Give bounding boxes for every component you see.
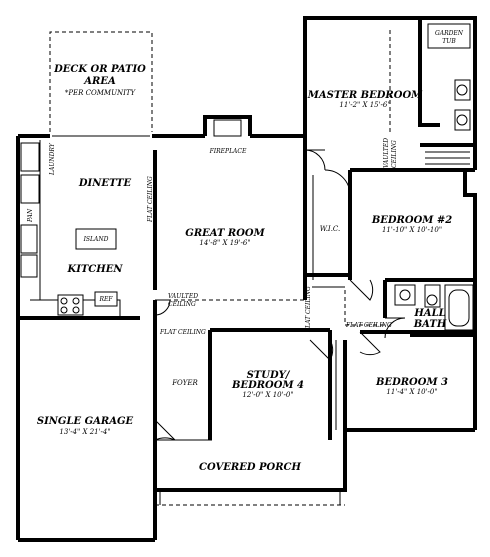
svg-text:TUB: TUB	[442, 38, 456, 45]
svg-text:CEILING: CEILING	[168, 301, 196, 308]
svg-text:AREA: AREA	[83, 76, 116, 87]
garage-door[interactable]	[154, 299, 171, 316]
pantry	[20, 224, 38, 254]
master-bath-wall	[418, 18, 440, 127]
master-vaulted-label: VAULTED CEILING	[383, 138, 398, 168]
svg-text:13'-4" X 21'-4": 13'-4" X 21'-4"	[59, 428, 110, 436]
svg-text:BATH: BATH	[413, 319, 447, 330]
fireplace-hearth	[213, 119, 242, 137]
garage-label: SINGLE GARAGE	[37, 416, 134, 427]
range	[57, 294, 84, 316]
svg-text:11'-4" X 10'-0": 11'-4" X 10'-0"	[386, 388, 437, 396]
porch-posts	[159, 490, 341, 505]
study-door[interactable]	[309, 339, 334, 361]
dryer	[20, 174, 40, 204]
svg-text:*PER COMMUNITY: *PER COMMUNITY	[65, 89, 137, 97]
master-bedroom-label: MASTER BEDROOM	[307, 90, 423, 101]
study-label: STUDY/	[247, 370, 291, 381]
flat-ceiling-left-label: FLAT CEILING	[147, 176, 154, 223]
bed3-door[interactable]	[359, 331, 381, 356]
fireplace-box	[203, 115, 252, 136]
vaulted-great-label: VAULTED	[168, 293, 198, 300]
deck-outline	[49, 31, 153, 132]
labels: DECK OR PATIO AREA *PER COMMUNITY MASTER…	[27, 30, 464, 473]
island-label: ISLAND	[83, 236, 109, 243]
wic-door[interactable]	[349, 279, 374, 301]
garden-tub	[427, 23, 471, 49]
bath-door[interactable]	[384, 317, 406, 339]
flat-ceiling-bed3-label: FLAT CEILING	[345, 322, 392, 329]
washer	[20, 142, 40, 172]
master-outer-wall	[303, 16, 477, 170]
svg-text:11'-2" X 15'-6": 11'-2" X 15'-6"	[339, 101, 390, 109]
doors	[52, 135, 406, 441]
master-door[interactable]	[304, 149, 326, 171]
wic-label: W.I.C.	[320, 225, 341, 233]
svg-text:11'-10" X 10'-10": 11'-10" X 10'-10"	[382, 226, 442, 234]
deck-label: DECK OR PATIO	[53, 64, 146, 75]
great-room-label: GREAT ROOM	[185, 228, 265, 239]
bed2-door[interactable]	[324, 169, 351, 196]
front-door[interactable]	[154, 419, 176, 441]
flat-ceiling-vertical-label: FLAT CEILING	[305, 286, 312, 333]
svg-text:14'-8" X 19'-6": 14'-8" X 19'-6"	[199, 239, 250, 247]
svg-text:BEDROOM 4: BEDROOM 4	[231, 380, 304, 391]
flat-ceiling-hall-label: FLAT CEILING	[159, 329, 206, 336]
foyer-label: FOYER	[171, 379, 198, 387]
kitchen-island	[75, 228, 117, 250]
interior-walls	[30, 18, 475, 440]
sink	[20, 254, 38, 278]
closet-rods	[425, 151, 470, 165]
kitchen-label: KITCHEN	[67, 264, 124, 275]
porch-label: COVERED PORCH	[199, 462, 301, 473]
svg-text:VAULTED: VAULTED	[383, 138, 390, 168]
pan-label: PAN	[27, 208, 34, 223]
right-wall	[463, 168, 477, 430]
fixtures	[20, 23, 471, 316]
dinette-label: DINETTE	[78, 178, 132, 189]
svg-text:12'-0" X 10'-0": 12'-0" X 10'-0"	[242, 391, 293, 399]
bed3-bottom-wall	[343, 428, 475, 440]
front-wall	[155, 440, 347, 492]
hall-bath-label: HALL	[413, 308, 445, 319]
refrigerator	[94, 291, 118, 307]
bedroom3-label: BEDROOM 3	[375, 377, 448, 388]
fireplace-label: FIREPLACE	[209, 148, 247, 155]
garden-tub-label: GARDEN	[435, 30, 464, 37]
ref-label: REF	[98, 296, 113, 303]
laundry-label: LAUNDRY	[49, 142, 56, 176]
bedroom2-label: BEDROOM #2	[371, 215, 452, 226]
svg-text:CEILING: CEILING	[391, 140, 398, 168]
